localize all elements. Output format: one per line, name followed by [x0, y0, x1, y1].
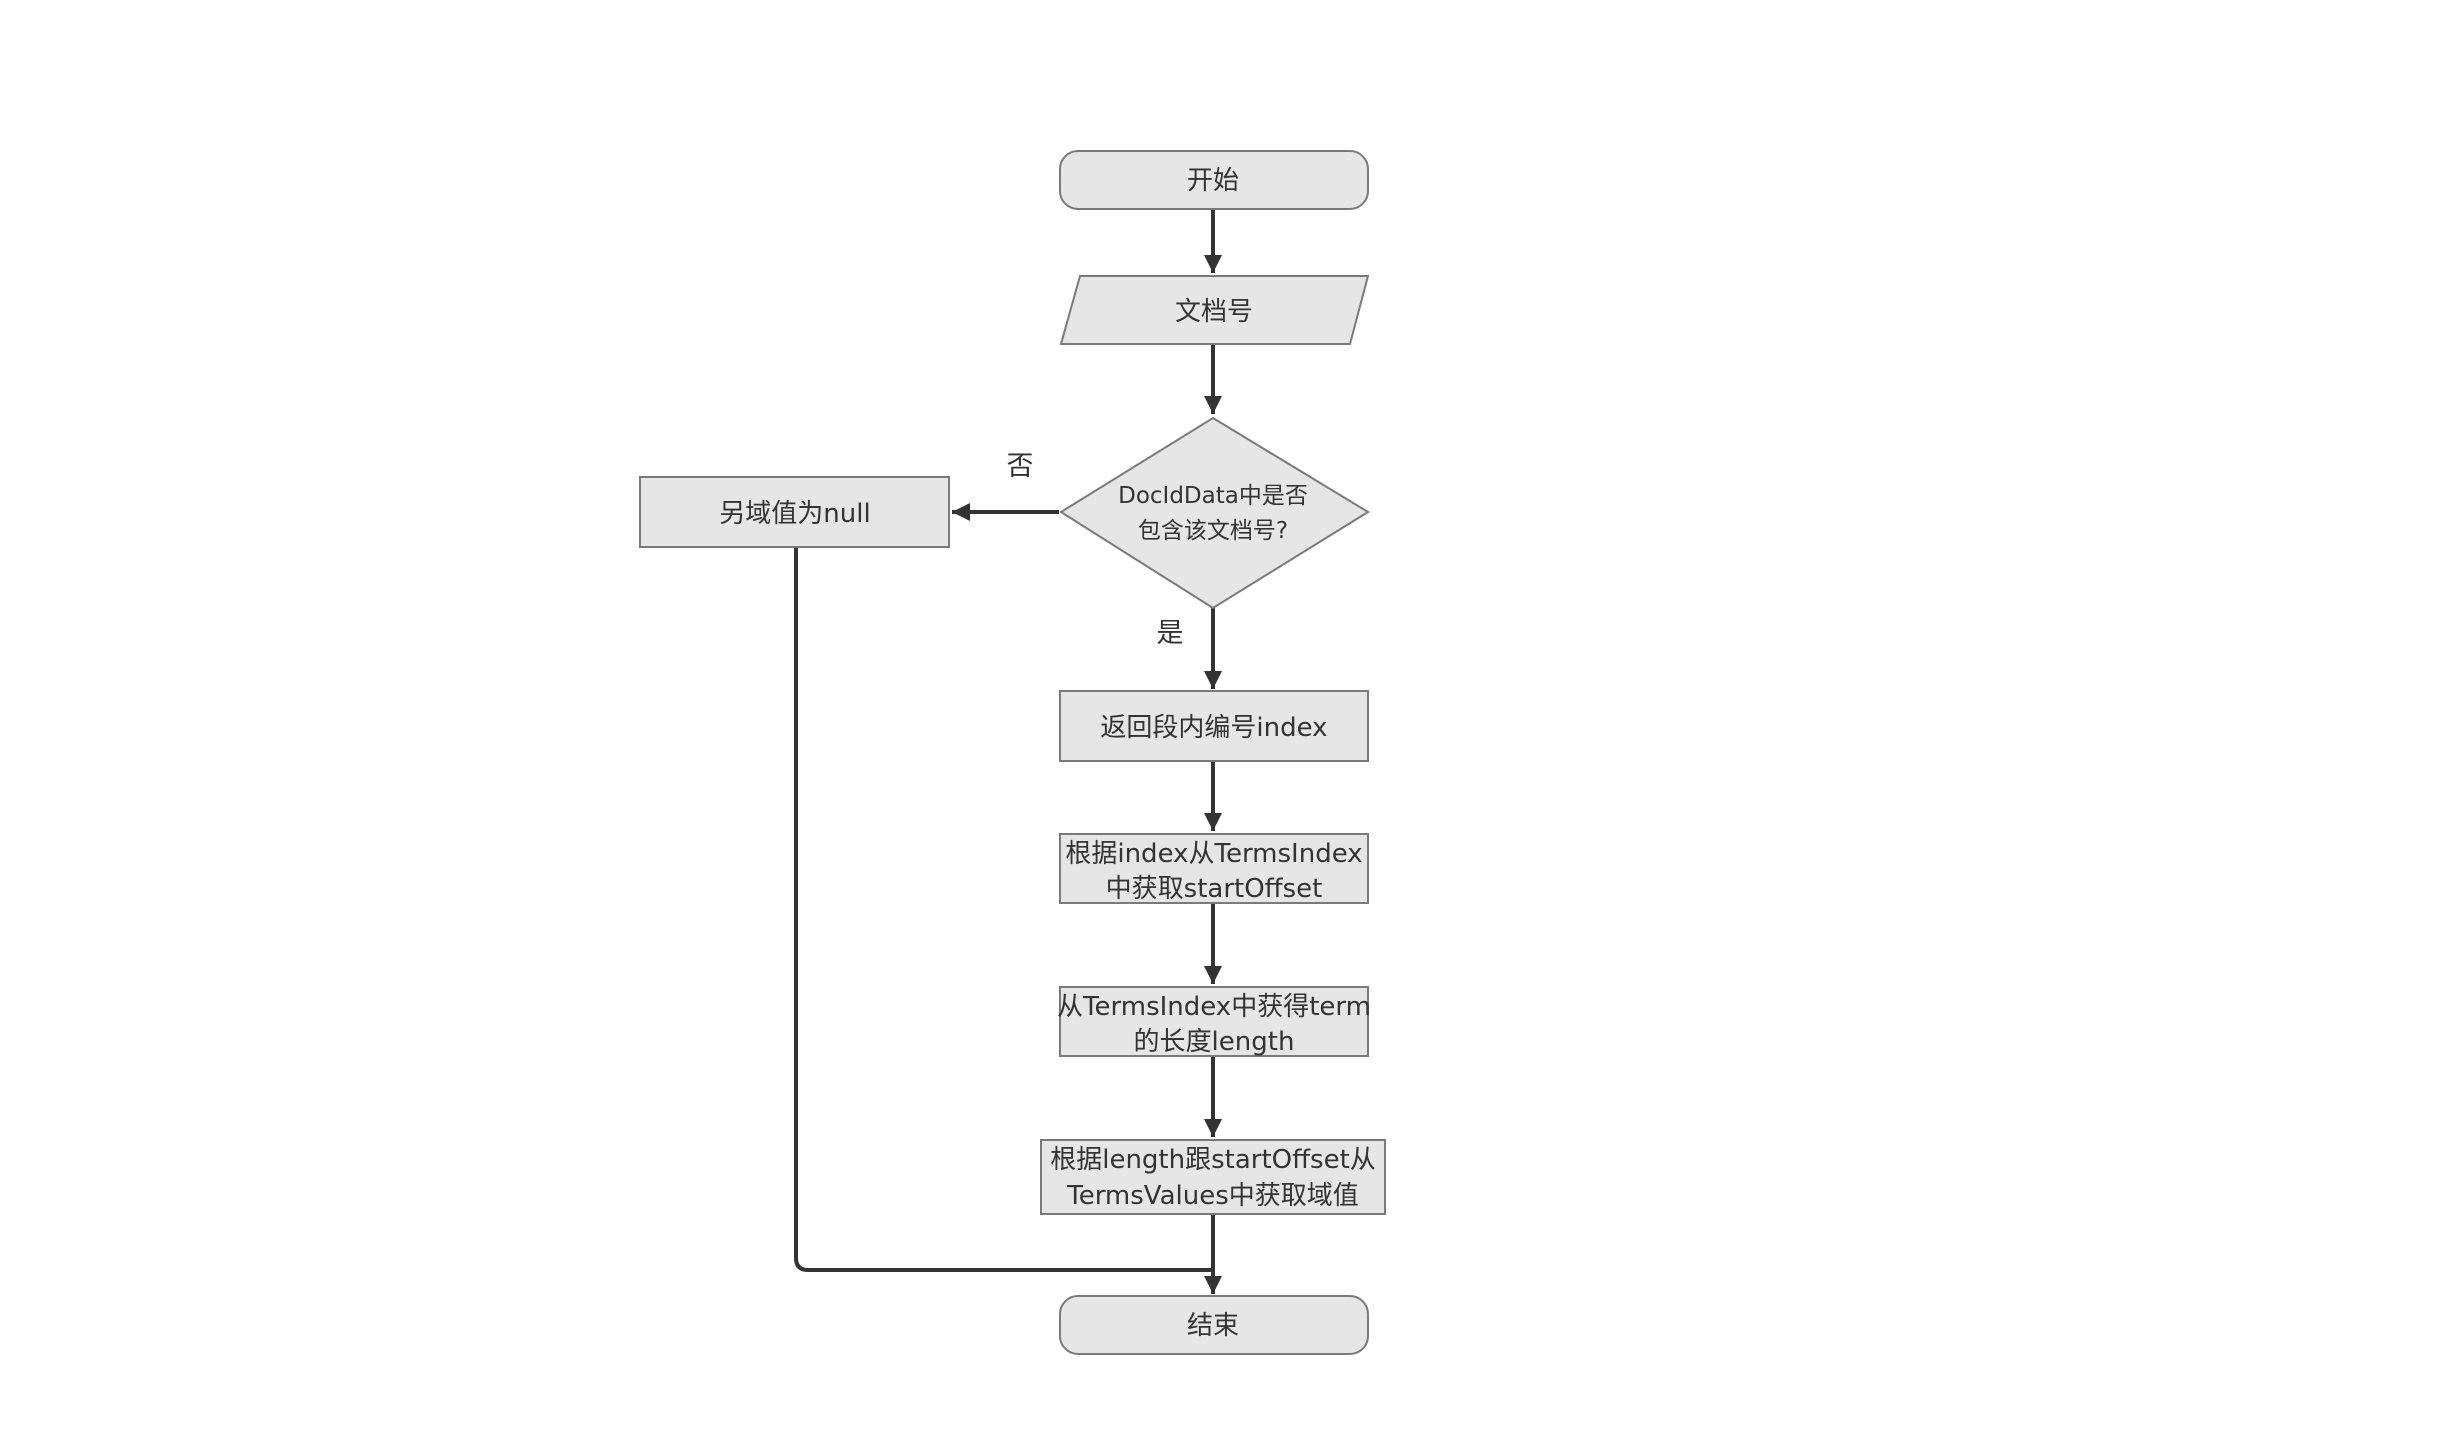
decision-label-line2: 包含该文档号? — [1138, 518, 1288, 544]
end-node: 结束 — [1059, 1295, 1369, 1355]
doc-id-input-node: 文档号 — [1059, 275, 1370, 345]
return-index-node: 返回段内编号index — [1059, 690, 1369, 762]
get-start-offset-node: 根据index从TermsIndex 中获取startOffset — [1059, 833, 1369, 904]
edge-label-yes: 是 — [1157, 618, 1184, 649]
get-start-offset-line2: 中获取startOffset — [1106, 874, 1323, 904]
get-field-value-line1: 根据length跟startOffset从 — [1050, 1145, 1376, 1175]
start-label: 开始 — [1187, 166, 1239, 196]
edge-null-to-end — [794, 548, 1213, 1272]
edge-label-no: 否 — [1007, 451, 1034, 482]
null-value-label: 另域值为null — [719, 499, 870, 529]
return-index-label: 返回段内编号index — [1100, 713, 1327, 743]
get-start-offset-line1: 根据index从TermsIndex — [1065, 839, 1362, 869]
get-length-line1: 从TermsIndex中获得term — [1057, 992, 1371, 1022]
start-node: 开始 — [1059, 150, 1369, 210]
doc-id-input-label: 文档号 — [1175, 297, 1253, 327]
decision-node: DocIdData中是否 包含该文档号? — [1059, 416, 1370, 610]
get-length-line2: 的长度length — [1134, 1027, 1295, 1057]
get-field-value-line2: TermsValues中获取域值 — [1066, 1181, 1359, 1211]
end-label: 结束 — [1187, 1311, 1239, 1341]
get-length-node: 从TermsIndex中获得term 的长度length — [1057, 986, 1371, 1057]
null-value-node: 另域值为null — [639, 476, 950, 548]
get-field-value-node: 根据length跟startOffset从 TermsValues中获取域值 — [1040, 1139, 1386, 1215]
decision-label-line1: DocIdData中是否 — [1118, 483, 1308, 509]
